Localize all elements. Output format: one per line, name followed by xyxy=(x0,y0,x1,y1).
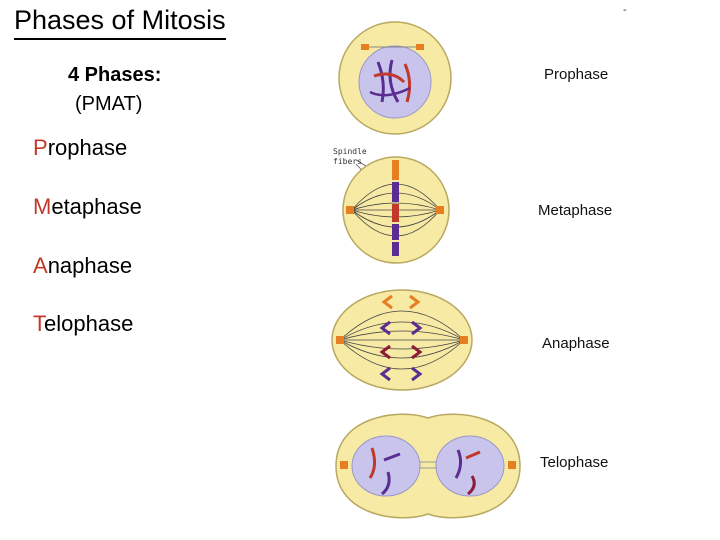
telophase-cell xyxy=(336,414,520,518)
diagram-label-prophase: Prophase xyxy=(544,66,608,83)
spindle-label-line2: fibers xyxy=(333,157,362,166)
diagram-label-anaphase: Anaphase xyxy=(542,335,610,352)
metaphase-cell xyxy=(343,157,449,263)
anaphase-cell xyxy=(332,290,472,390)
diagram-label-telophase: Telophase xyxy=(540,454,608,471)
diagram-label-metaphase: Metaphase xyxy=(538,202,612,219)
spindle-label-line1: Spindle xyxy=(333,147,367,156)
prophase-cell xyxy=(339,22,451,134)
